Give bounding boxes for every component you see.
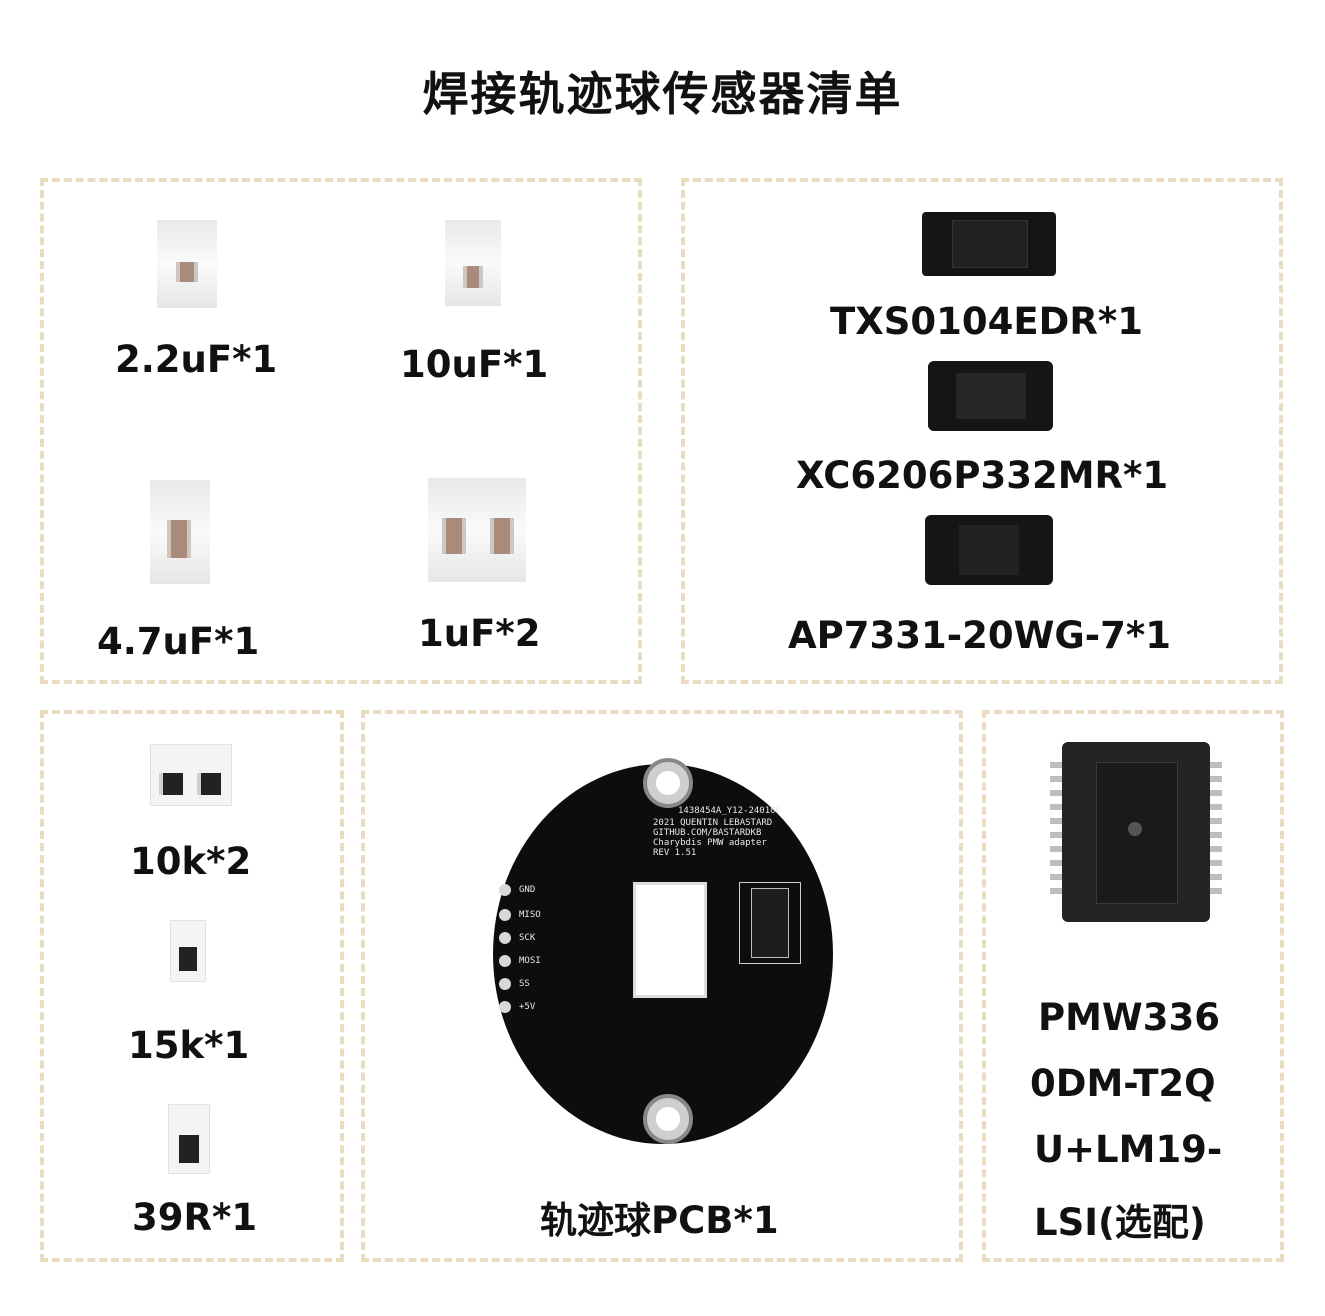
ap7331-chip-image xyxy=(925,515,1053,585)
pcb-silk-id: 1438454A_Y12-240106 xyxy=(678,806,781,816)
capacitor-1uf-label: 1uF*2 xyxy=(418,612,541,655)
resistor-panel xyxy=(40,710,344,1262)
sensor-window xyxy=(633,882,707,998)
xc6206p332mr-label: XC6206P332MR*1 xyxy=(796,454,1169,497)
capacitor-10uf-label: 10uF*1 xyxy=(400,343,549,386)
sensor-label-line3: U+LM19- xyxy=(1034,1128,1223,1171)
capacitor-10uf-image xyxy=(445,220,501,306)
resistor-39r-label: 39R*1 xyxy=(132,1196,258,1239)
pmw3360-sensor-image xyxy=(1050,742,1222,922)
trackball-pcb-image: 1438454A_Y12-240106 2021 QUENTIN LEBASTA… xyxy=(493,758,833,1144)
resistor-10k-label: 10k*2 xyxy=(130,840,252,883)
capacitor-4-7uf-image xyxy=(150,480,210,584)
pcb-silk-line1: 2021 QUENTIN LEBASTARD xyxy=(653,818,773,828)
sensor-panel xyxy=(982,710,1284,1262)
pcb-silk-line4: REV 1.51 xyxy=(653,848,697,858)
resistor-15k-label: 15k*1 xyxy=(128,1024,250,1067)
pcb-silk-line2: GITHUB.COM/BASTARDKB xyxy=(653,828,762,838)
capacitor-panel xyxy=(40,178,642,684)
resistor-10k-image xyxy=(150,744,232,806)
sensor-label-line4: LSI(选配) xyxy=(1034,1201,1206,1244)
sensor-label-line2: 0DM-T2Q xyxy=(1030,1062,1216,1105)
pcb-silk-line3: Charybdis PMW adapter xyxy=(653,838,767,848)
txs0104edr-chip-image xyxy=(922,212,1056,276)
capacitor-2-2uf-label: 2.2uF*1 xyxy=(115,338,278,381)
ic-panel xyxy=(681,178,1283,684)
capacitor-2-2uf-image xyxy=(157,220,217,308)
pcb-label: 轨迹球PCB*1 xyxy=(540,1199,779,1242)
capacitor-4-7uf-label: 4.7uF*1 xyxy=(97,620,260,663)
pcb-panel xyxy=(361,710,963,1262)
page-title: 焊接轨迹球传感器清单 xyxy=(422,67,903,121)
ap7331-label: AP7331-20WG-7*1 xyxy=(788,614,1171,657)
mount-hole-bottom xyxy=(643,1094,693,1144)
mount-hole-top xyxy=(643,758,693,808)
xc6206p332mr-chip-image xyxy=(928,361,1053,431)
sensor-label-line1: PMW336 xyxy=(1038,996,1220,1039)
capacitor-1uf-image xyxy=(428,478,526,582)
txs0104edr-label: TXS0104EDR*1 xyxy=(830,300,1143,343)
resistor-39r-image xyxy=(168,1104,210,1174)
resistor-15k-image xyxy=(170,920,206,982)
